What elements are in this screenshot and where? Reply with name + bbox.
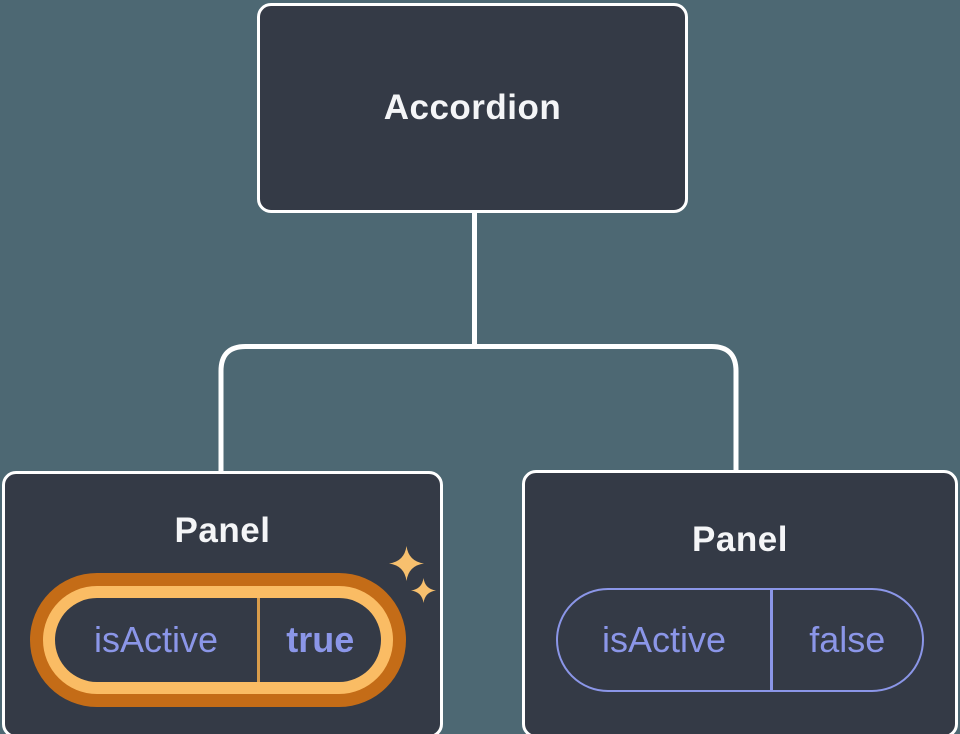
accordion-node-label: Accordion [383,88,562,127]
state-key: isActive [601,619,727,660]
state-pill-divider [770,590,773,690]
state-pill-highlighted: isActive true [30,573,406,707]
state-value: false [809,619,886,660]
panel-title: Panel [692,520,788,559]
panel-node-active: Panel isActive true [2,471,443,734]
state-key: isActive [93,619,219,660]
state-value: true [286,619,355,660]
state-pill: isActive false [556,588,924,692]
panel-title: Panel [174,511,271,550]
panel-node-inactive: Panel isActive false [522,470,958,734]
connector-branch [218,344,739,474]
accordion-node: Accordion [257,3,688,213]
state-pill-divider [257,598,260,682]
state-pill-core: isActive true [55,598,381,682]
state-pill-gold-ring: isActive true [43,586,393,694]
